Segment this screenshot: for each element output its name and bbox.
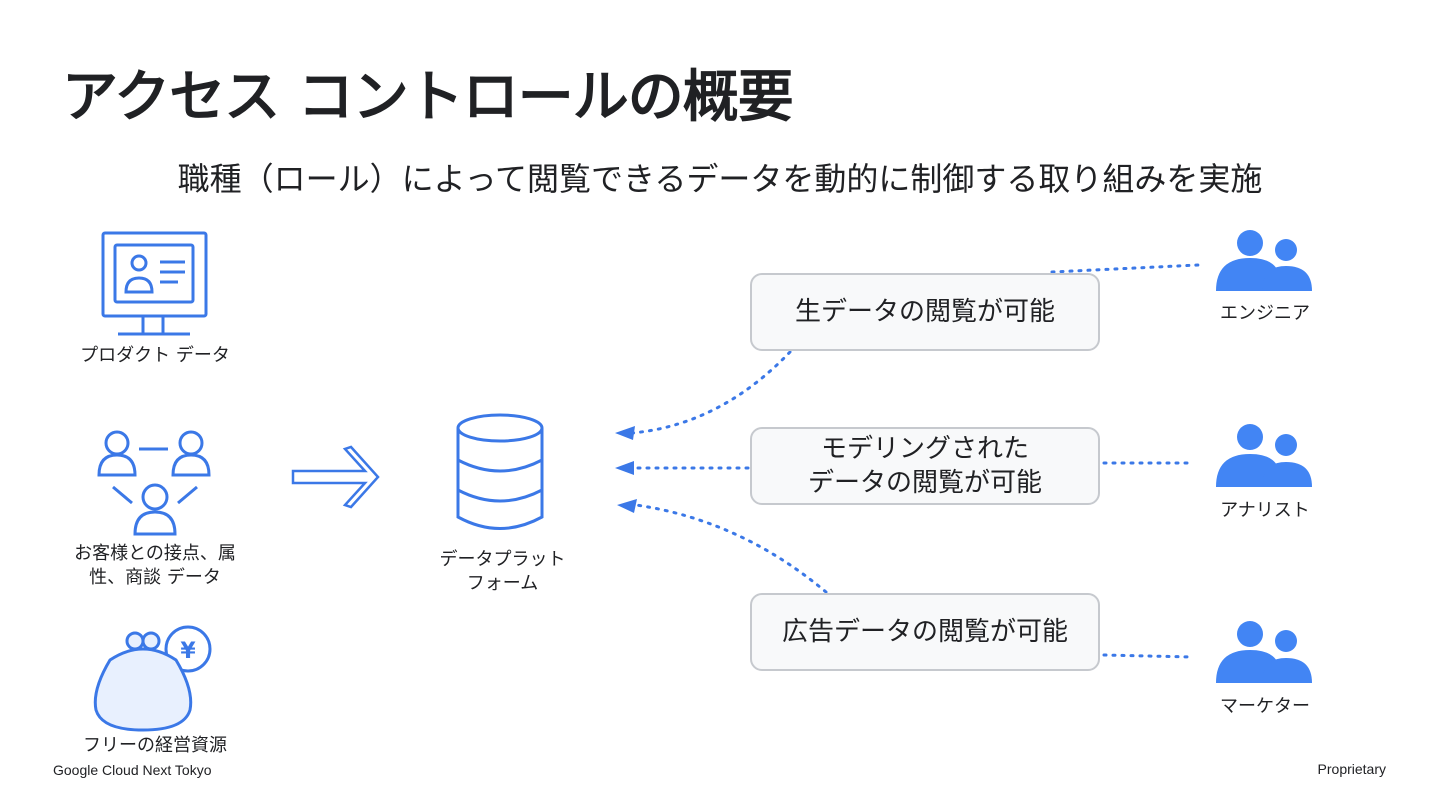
- coin-purse-yen-icon: ¥: [93, 625, 212, 732]
- database-icon: [456, 413, 544, 530]
- connector-lines: [630, 263, 1200, 659]
- role-label-marketer: マーケター: [1220, 696, 1310, 717]
- user-group-icon: [1216, 230, 1312, 291]
- people-network-icon: [97, 430, 211, 536]
- source-label-line: 性、商談 データ: [89, 567, 221, 588]
- monitor-profile-icon: [101, 231, 208, 336]
- access-box-text: 広告データの閲覧が可能: [781, 617, 1068, 647]
- platform-label: データプラット フォーム: [420, 548, 585, 596]
- platform-label-line: フォーム: [466, 573, 539, 594]
- user-group-icon: [1216, 424, 1312, 487]
- footer-proprietary: Proprietary: [1317, 761, 1386, 777]
- role-label-engineer: エンジニア: [1220, 303, 1310, 324]
- arrowheads: [615, 426, 637, 513]
- access-box-text: 生データの閲覧が可能: [794, 297, 1055, 327]
- access-box-raw: 生データの閲覧が可能: [750, 273, 1100, 351]
- access-box-ads: 広告データの閲覧が可能: [750, 593, 1100, 671]
- role-label-analyst: アナリスト: [1220, 500, 1310, 521]
- access-box-text: データの閲覧が可能: [807, 468, 1042, 498]
- source-label-product-data: プロダクト データ: [80, 345, 230, 366]
- platform-label-line: データプラット: [439, 549, 566, 570]
- flow-arrow-icon: [291, 445, 380, 509]
- page-title: アクセス コントロールの概要: [62, 65, 794, 130]
- source-label-resources: フリーの経営資源: [83, 735, 227, 756]
- access-box-text: モデリングされた: [820, 434, 1029, 464]
- user-group-icon: [1216, 621, 1312, 683]
- source-label-line: お客様との接点、属: [74, 543, 236, 564]
- page-subtitle: 職種（ロール）によって閲覧できるデータを動的に制御する取り組みを実施: [177, 160, 1263, 198]
- source-label-customer-data: お客様との接点、属 性、商談 データ: [60, 542, 250, 590]
- access-box-modeled: モデリングされた データの閲覧が可能: [750, 427, 1100, 505]
- footer-event: Google Cloud Next Tokyo: [53, 762, 212, 778]
- svg-text:¥: ¥: [180, 639, 196, 664]
